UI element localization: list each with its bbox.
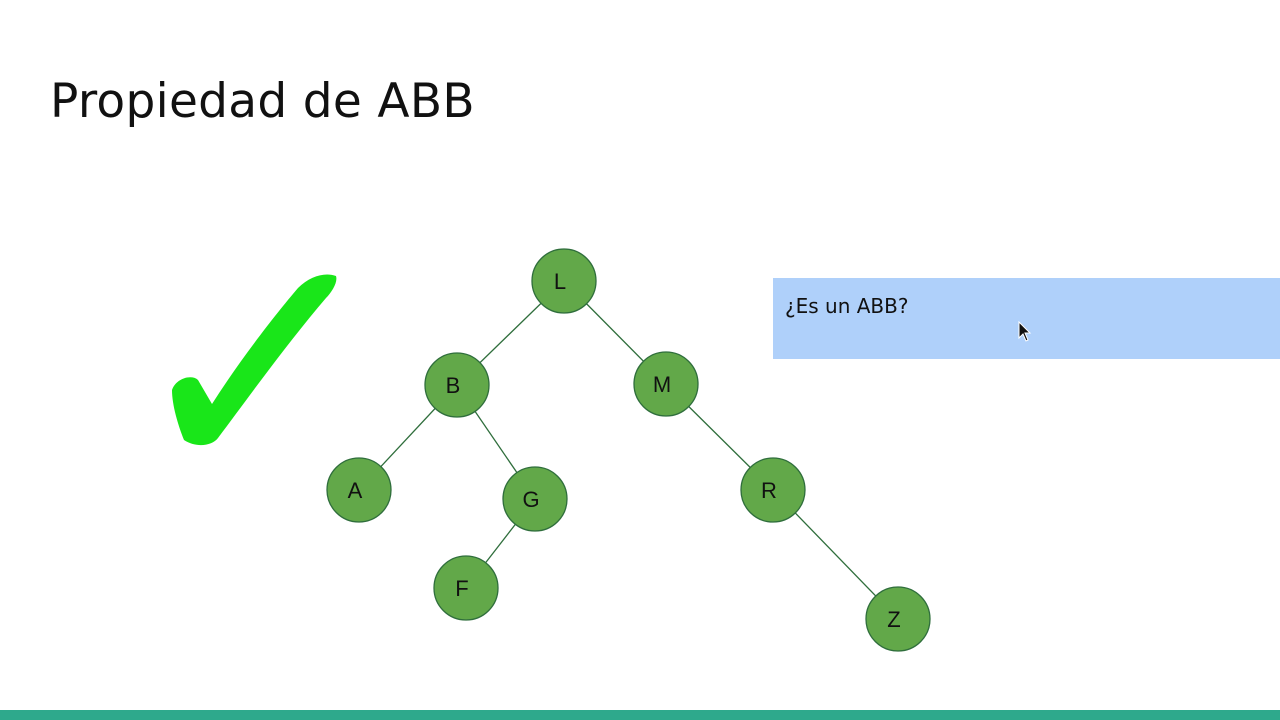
node-label: L <box>554 269 566 294</box>
question-box: ¿Es un ABB? <box>773 278 1280 359</box>
tree-node-A: A <box>326 457 392 523</box>
tree-node-G: G <box>502 466 568 532</box>
node-label: A <box>348 478 363 503</box>
question-text: ¿Es un ABB? <box>785 294 909 318</box>
tree-nodes: L B M A G F R Z <box>326 248 931 652</box>
node-label: B <box>446 373 461 398</box>
mouse-cursor-icon <box>1018 321 1032 342</box>
tree-node-L: L <box>531 248 597 314</box>
node-label: F <box>455 576 468 601</box>
node-label: R <box>761 478 777 503</box>
slide-title: Propiedad de ABB <box>50 74 475 129</box>
tree-node-M: M <box>633 351 699 417</box>
node-label: M <box>653 372 671 397</box>
bottom-accent-bar <box>0 710 1280 720</box>
tree-node-R: R <box>740 457 806 523</box>
tree-node-B: B <box>424 352 490 418</box>
node-label: G <box>522 487 539 512</box>
tree-node-F: F <box>433 555 499 621</box>
node-label: Z <box>887 607 900 632</box>
tree-node-Z: Z <box>865 586 931 652</box>
